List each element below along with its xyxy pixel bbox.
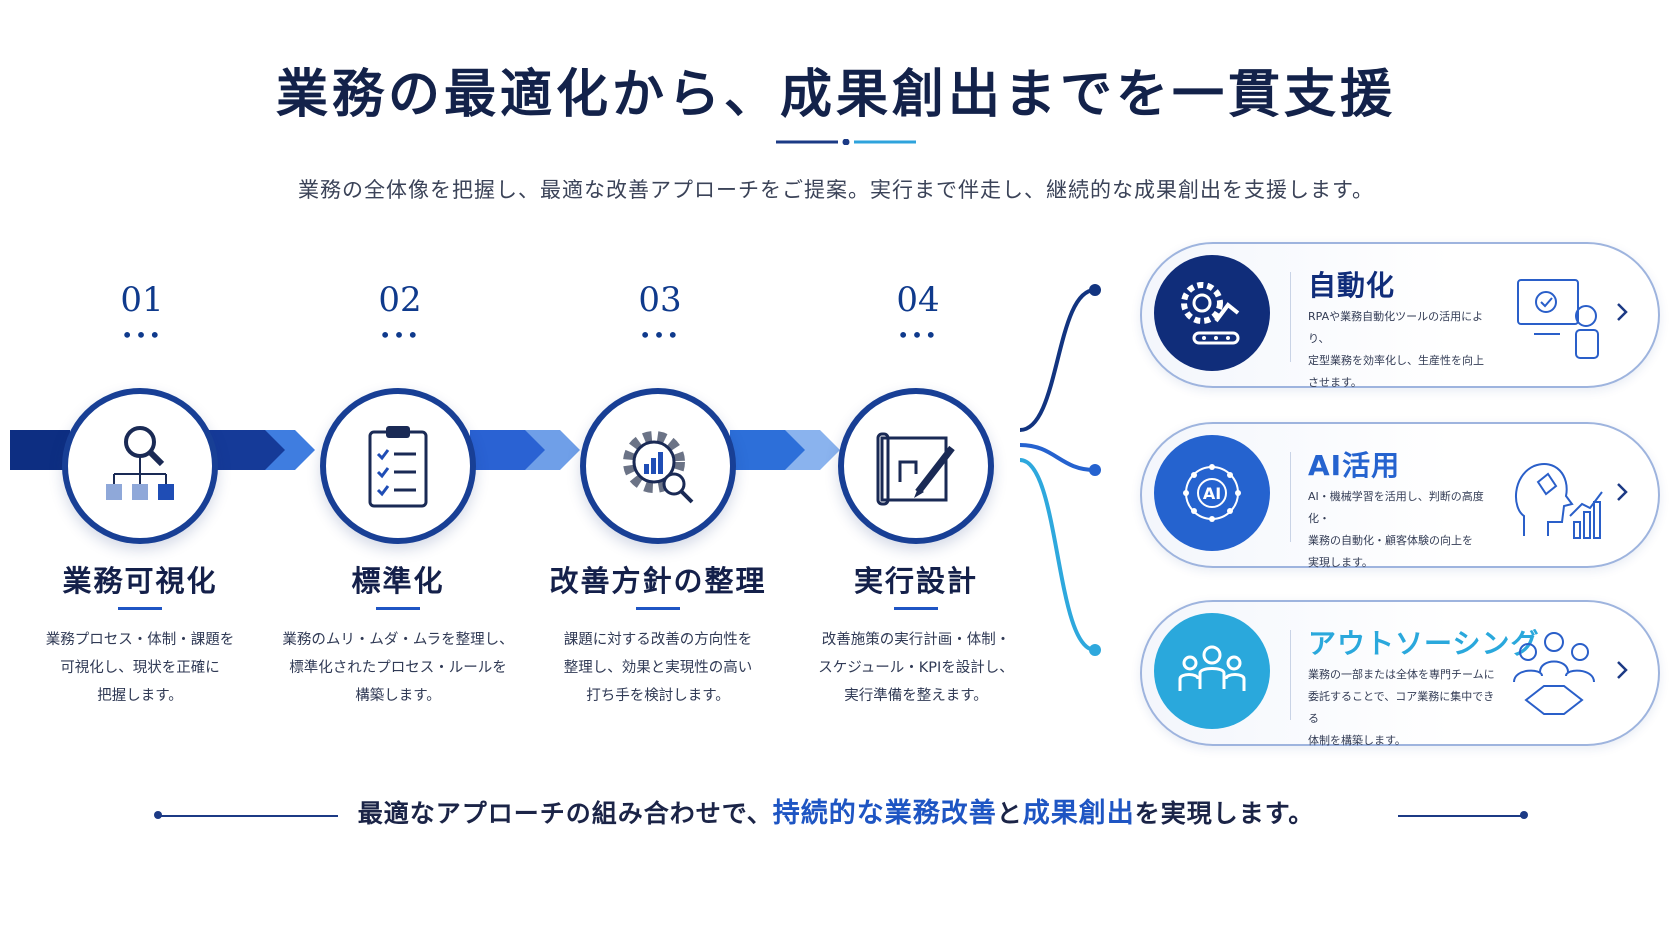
step-number: 03: [638, 280, 682, 320]
step-title: 標準化: [351, 564, 445, 598]
page-title: 業務の最適化から、成果創出までを一貫支援: [275, 64, 1396, 125]
bottom-line-dot: [1520, 811, 1528, 819]
step-underline: [894, 607, 938, 610]
bottom-line-left: [158, 815, 338, 817]
step-circle: [320, 388, 476, 544]
step-underline: [376, 607, 420, 610]
card-icon-circle: [1154, 613, 1270, 729]
card-divider: [1290, 452, 1291, 542]
solution-card-automation[interactable]: 自動化 RPAや業務自動化ツールの活用により、 定型業務を効率化し、生産性を向上…: [1140, 242, 1660, 389]
card-divider: [1290, 630, 1291, 720]
team-handshake-icon: [1513, 632, 1595, 715]
step-dots: •••: [379, 323, 421, 347]
card-title: アウトソーシング: [1308, 627, 1540, 660]
chevron-right-icon[interactable]: [1612, 472, 1632, 512]
ai-head-chart-icon: [1514, 463, 1603, 539]
step-dots: •••: [121, 323, 163, 347]
process-arrow-band: [10, 430, 840, 470]
bottom-message: 最適なアプローチの組み合わせで、持続的な業務改善と成果創出を実現します。: [357, 798, 1315, 829]
step-description: 改善施策の実行計画・体制・ スケジュール・KPIを設計し、 実行準備を整えます。: [818, 632, 1014, 704]
title-divider: [776, 139, 916, 145]
card-description: AI・機械学習を活用し、判断の高度化・ 業務の自動化・顧客体験の向上を 実現しま…: [1308, 490, 1484, 569]
card-icon-circle: AI: [1154, 435, 1270, 551]
step-circle: [580, 388, 736, 544]
step-number: 04: [896, 280, 940, 320]
step-number: 02: [378, 280, 422, 320]
step-description: 業務のムリ・ムダ・ムラを整理し、 標準化されたプロセス・ルールを 構築します。: [282, 632, 514, 704]
gear-analytics-icon: [623, 431, 694, 504]
step-number: 01: [120, 280, 164, 320]
step-underline: [118, 607, 162, 610]
step-title: 実行設計: [853, 564, 978, 598]
card-description: RPAや業務自動化ツールの活用により、 定型業務を効率化し、生産性を向上 させま…: [1308, 310, 1484, 389]
solution-card-outsourcing[interactable]: アウトソーシング 業務の一部または全体を専門チームに 委託することで、コア業務に…: [1140, 600, 1660, 747]
card-divider: [1290, 272, 1291, 362]
page-subtitle: 業務の全体像を把握し、最適な改善アプローチをご提案。実行まで伴走し、継続的な成果…: [298, 178, 1374, 202]
team-icon: [1178, 645, 1246, 691]
search-flowchart-icon: [106, 426, 174, 500]
step-dots: •••: [639, 323, 681, 347]
step-circle: [62, 388, 218, 544]
robot-gear-icon: [1181, 282, 1240, 345]
step-circle: [838, 388, 994, 544]
checklist-clipboard-icon: [368, 426, 428, 508]
step-description: 業務プロセス・体制・課題を 可視化し、現状を正確に 把握します。: [45, 632, 235, 704]
bottom-line-right: [1398, 815, 1524, 817]
ai-network-icon: AI: [1183, 464, 1241, 522]
step-dots: •••: [897, 323, 939, 347]
step-description: 課題に対する改善の方向性を 整理し、効果と実現性の高い 打ち手を検討します。: [563, 632, 753, 704]
card-title: AI活用: [1308, 449, 1401, 482]
card-title: 自動化: [1308, 269, 1396, 302]
step-underline: [636, 607, 680, 610]
chevron-right-icon[interactable]: [1612, 292, 1632, 332]
card-icon-circle: [1154, 255, 1270, 371]
solution-card-ai[interactable]: AI AI活用 AI・機械学習を活用し、判断の高度化・ 業務の自動化・顧客体験の…: [1140, 422, 1660, 569]
robot-monitor-icon: [1517, 279, 1599, 359]
svg-text:AI: AI: [1203, 484, 1221, 503]
blueprint-pencil-icon: [876, 432, 955, 506]
chevron-right-icon[interactable]: [1612, 650, 1632, 690]
card-description: 業務の一部または全体を専門チームに 委託することで、コア業務に集中できる 体制を…: [1308, 668, 1495, 747]
step-title: 改善方針の整理: [549, 564, 767, 598]
branch-connectors: [1019, 284, 1101, 656]
step-title: 業務可視化: [62, 564, 218, 598]
